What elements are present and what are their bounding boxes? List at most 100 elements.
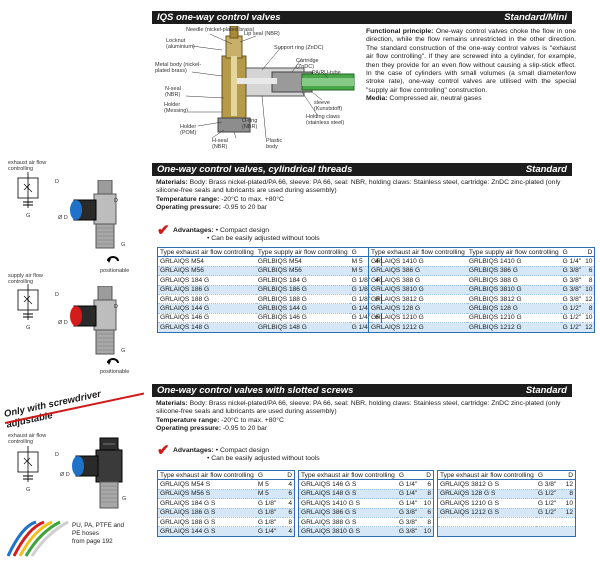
- table-cell: GRLAIQS 184 G S: [157, 498, 256, 509]
- table-cell: 4: [282, 479, 295, 490]
- supply-g: G: [26, 325, 31, 331]
- table-cell: G 3/8": [560, 266, 584, 277]
- s2-temp-text: -20°C to max. +80°C: [221, 195, 284, 203]
- exhaust-symbol: [17, 172, 39, 208]
- label-pa-pu-tube: PA/PU-tube: [312, 70, 341, 76]
- th-d-r: D: [583, 247, 595, 258]
- table-cell: GRLAIQS M54: [157, 256, 256, 267]
- th3b-g: G: [396, 470, 422, 481]
- table-cell: G 1/4": [349, 322, 373, 333]
- th-g: G: [349, 247, 373, 258]
- th3a-d: D: [282, 470, 295, 481]
- s3-exhaust-symbol: [17, 446, 39, 482]
- table-cell: G 3/8": [396, 508, 422, 518]
- s3-temp-label: Temperature range:: [156, 416, 220, 424]
- supply-label: supply air flow controlling: [8, 273, 43, 285]
- red-d: D: [114, 304, 118, 310]
- s3-pressure-text: -0.95 to 20 bar: [222, 425, 268, 433]
- table-cell: GRLAIQS 186 G S: [157, 508, 256, 518]
- stamp-text: Only with screwdriver adjustable: [3, 388, 102, 431]
- table-cell: GRLAIQS 1410 G: [368, 256, 467, 267]
- th-supply: Type supply air flow controlling: [255, 247, 350, 258]
- valve-slotted-image: [72, 437, 123, 509]
- cutaway-diagram: [185, 26, 355, 139]
- table-cell: 10: [562, 498, 576, 509]
- table-cell: GRLBIQS 146 G: [255, 313, 350, 324]
- table-cell: GRLBIQS 1210 G: [466, 313, 561, 324]
- s3-adv-1: • Compact design: [215, 447, 270, 454]
- hoses-note: PU, PA, PTFE and PE hoses from page 192: [72, 522, 124, 546]
- table-cell: 8: [421, 517, 434, 528]
- table-cell: GRLBIQS 1212 G: [466, 322, 561, 333]
- s2-pressure-label: Operating pressure:: [156, 204, 221, 212]
- table-cell: GRLAIQS M54 S: [157, 479, 256, 490]
- table-cell: GRLAIQS 148 G: [157, 322, 256, 333]
- label-cartridge: Cartridge (ZnDC): [296, 58, 319, 70]
- table-cell: GRLAIQS 1210 G: [368, 313, 467, 324]
- section1-title: IQS one-way control valves: [157, 12, 281, 23]
- s3-materials-text: Body: Brass nickel-plated/PA 66, sleeve:…: [156, 400, 561, 416]
- s3-od: Ø D: [60, 472, 70, 478]
- table-cell: M 5: [255, 489, 283, 500]
- table-cell: GRLBIQS 386 G: [466, 266, 561, 277]
- table-cell: G 3/8": [560, 275, 584, 286]
- th3b-d: D: [421, 470, 434, 481]
- table-cell: 12: [562, 479, 576, 490]
- table-cell: 6: [421, 508, 434, 518]
- table-cell: GRLAIQS 388 G S: [298, 517, 397, 528]
- checkmark-icon: ✔: [157, 222, 170, 239]
- label-n-seal: N-seal (NBR): [165, 86, 181, 98]
- th3c-d: D: [562, 470, 576, 481]
- section3-advantages: Advantages: • Compact design • Can be ea…: [173, 447, 320, 464]
- table-cell: 6: [583, 266, 595, 277]
- table-cell: 10: [421, 498, 434, 509]
- functional-principle: Functional principle: One-way control va…: [366, 28, 576, 104]
- table-cell: GRLAIQS 386 G: [368, 266, 467, 277]
- section3-title: One-way control valves with slotted scre…: [157, 385, 354, 396]
- s3-temp-text: -20°C to max. +80°C: [221, 416, 284, 424]
- table-slot-b: Type exhaust air flow controlling G D GR…: [298, 470, 434, 537]
- checkmark-icon-2: ✔: [157, 442, 170, 459]
- table-cell: GRLBIQS 1410 G: [466, 256, 561, 267]
- s3-exhaust-label: exhaust air flow controlling: [8, 433, 47, 445]
- table-cell: 6: [421, 479, 434, 490]
- table-cell: G 1/2": [535, 489, 563, 500]
- supply-symbol: [17, 284, 39, 320]
- s2-adv-1: • Compact design: [215, 227, 270, 234]
- th3c-g: G: [535, 470, 563, 481]
- th3c-type: Type exhaust air flow controlling: [437, 470, 536, 481]
- table-cell: 12: [562, 508, 576, 518]
- table-cell: G 1/2": [535, 508, 563, 518]
- label-sleeve: sleeve (Kunststoff): [314, 100, 343, 112]
- table-cell: G 1/2": [560, 313, 584, 324]
- table-slot-c: Type exhaust air flow controlling G D GR…: [437, 470, 576, 537]
- table-cell: G 1/4": [349, 303, 373, 314]
- s3-d: D: [55, 452, 59, 458]
- table-cell: GRLBIQS 3812 G: [466, 294, 561, 305]
- label-lip-seal: Lip seal (NBR): [244, 31, 280, 37]
- table-cell: GRLAIQS 1212 G S: [437, 508, 536, 518]
- table-cell: GRLBIQS 148 G: [255, 322, 350, 333]
- th3a-g: G: [255, 470, 283, 481]
- table-cell: 12: [583, 322, 595, 333]
- positionable-label-2: positionable: [100, 369, 130, 375]
- table-cell: [437, 517, 536, 528]
- table-cell: [562, 526, 576, 537]
- table-cell: GRLBIQS 186 G: [255, 285, 350, 295]
- th-supply-r: Type supply air flow controlling: [466, 247, 561, 258]
- table-slot-a: Type exhaust air flow controlling G D GR…: [157, 470, 295, 537]
- section3-badge: Standard: [525, 385, 567, 396]
- s2-adv-label: Advantages:: [173, 227, 214, 234]
- table-cell: 8: [282, 517, 295, 528]
